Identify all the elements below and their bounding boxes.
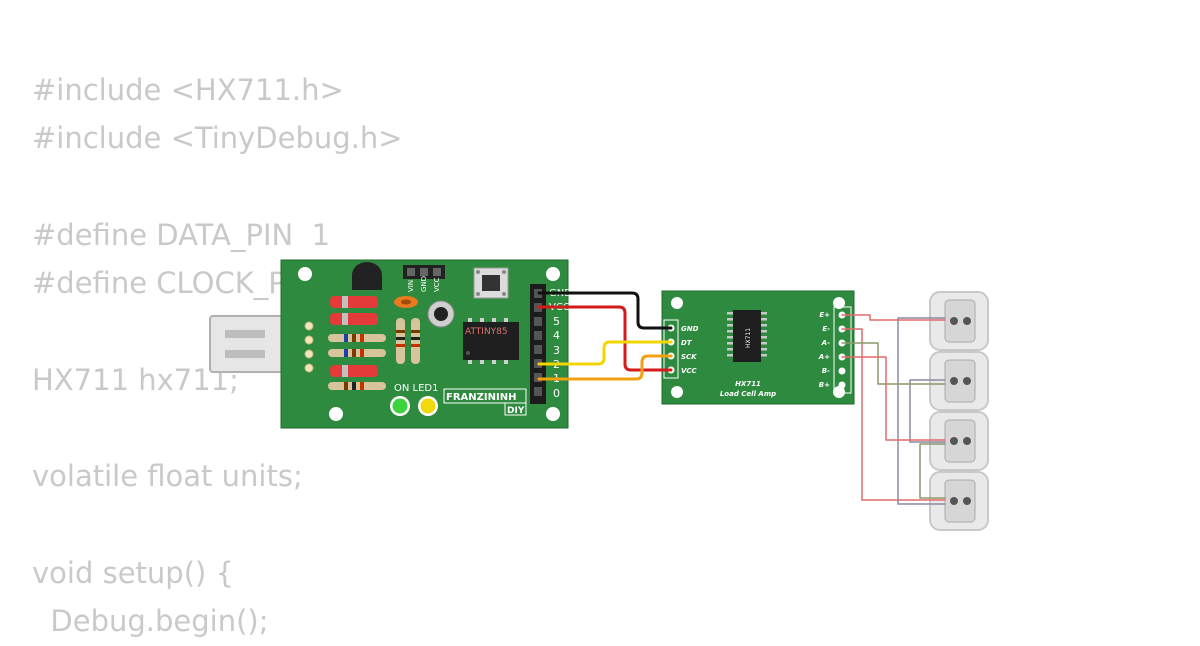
resistor	[396, 318, 405, 364]
wire-load-cell-link[interactable]	[919, 443, 946, 499]
code-line: #include <TinyDebug.h>	[32, 121, 403, 156]
code-editor: #include <HX711.h> #include <TinyDebug.h>…	[32, 66, 403, 646]
wire-signal-positive[interactable]	[841, 356, 946, 441]
led-label: ON LED1	[394, 383, 438, 394]
wire-data[interactable]	[537, 340, 673, 366]
diode	[330, 313, 378, 325]
wire-clock[interactable]	[537, 354, 673, 381]
wire-vcc[interactable]	[537, 305, 673, 372]
wire-signal-negative[interactable]	[841, 342, 946, 385]
hx711-pin-label-a-plus: A+	[818, 353, 830, 361]
load-cell[interactable]	[929, 471, 989, 531]
diode	[330, 296, 378, 308]
hx711-title: HX711	[735, 380, 761, 388]
header-top-label-vcc: VCC	[433, 277, 441, 292]
hx711-chip-label: HX711	[745, 328, 752, 348]
hx711-pin-label-e-minus: E-	[822, 325, 830, 333]
power-led	[390, 396, 410, 416]
resistor	[328, 349, 386, 357]
resistor	[328, 334, 386, 342]
hx711-pin-label-e-plus: E+	[819, 311, 830, 319]
hx711-module[interactable]: HX711 HX711 Load Cell Amp GND DT SCK VCC…	[661, 290, 855, 405]
diode	[330, 365, 378, 377]
header-pin-label-3: 3	[553, 344, 560, 357]
code-line: volatile float units;	[32, 459, 303, 494]
wire-load-cell-link[interactable]	[909, 379, 946, 443]
wire-excitation-negative[interactable]	[841, 328, 946, 501]
wire-load-cell-link[interactable]	[897, 317, 946, 505]
hx711-pin-label-gnd: GND	[681, 325, 699, 333]
circuit-diagram: VIN GND VCC	[209, 259, 989, 531]
brand-label: FRANZININH	[446, 392, 516, 403]
code-line: #define DATA_PIN 1	[32, 217, 331, 252]
wire-excitation-positive[interactable]	[841, 314, 946, 321]
code-line: #include <HX711.h>	[32, 73, 344, 107]
hx711-pin-label-a-minus: A-	[821, 339, 830, 347]
header-pin-label-5: 5	[553, 315, 560, 328]
hx711-pin-label-b-plus: B+	[819, 381, 830, 389]
load-cell[interactable]	[929, 351, 989, 411]
hx711-pin-label-b-minus: B-	[822, 367, 830, 375]
reset-button[interactable]	[473, 267, 509, 299]
code-line: void setup() {	[32, 555, 234, 590]
franzininho-board[interactable]: VIN GND VCC	[280, 259, 572, 429]
wire-gnd[interactable]	[537, 291, 673, 330]
hx711-pin-label-dt: DT	[681, 339, 693, 347]
load-cell[interactable]	[929, 291, 989, 351]
chip-label: ATTINY85	[465, 327, 508, 337]
header-top-label-gnd: GND	[420, 276, 428, 292]
header-pin-label-4: 4	[553, 329, 560, 342]
resistor	[328, 382, 386, 390]
hx711-subtitle: Load Cell Amp	[720, 390, 776, 398]
status-led	[418, 396, 438, 416]
load-cell[interactable]	[929, 411, 989, 471]
power-header	[403, 265, 445, 279]
header-top-label-vin: VIN	[407, 280, 415, 292]
pin-header[interactable]	[530, 284, 546, 404]
ceramic-capacitor	[394, 296, 418, 308]
voltage-regulator	[352, 262, 382, 290]
resistor	[411, 318, 420, 364]
electrolytic-capacitor	[427, 300, 455, 328]
brand-sub-label: DIY	[507, 406, 525, 416]
hx711-chip	[727, 310, 767, 362]
hx711-pin-label-vcc: VCC	[681, 367, 698, 375]
header-pin-label-0: 0	[553, 387, 560, 400]
attiny85-chip	[463, 318, 519, 364]
hx711-pin-label-sck: SCK	[681, 353, 697, 361]
